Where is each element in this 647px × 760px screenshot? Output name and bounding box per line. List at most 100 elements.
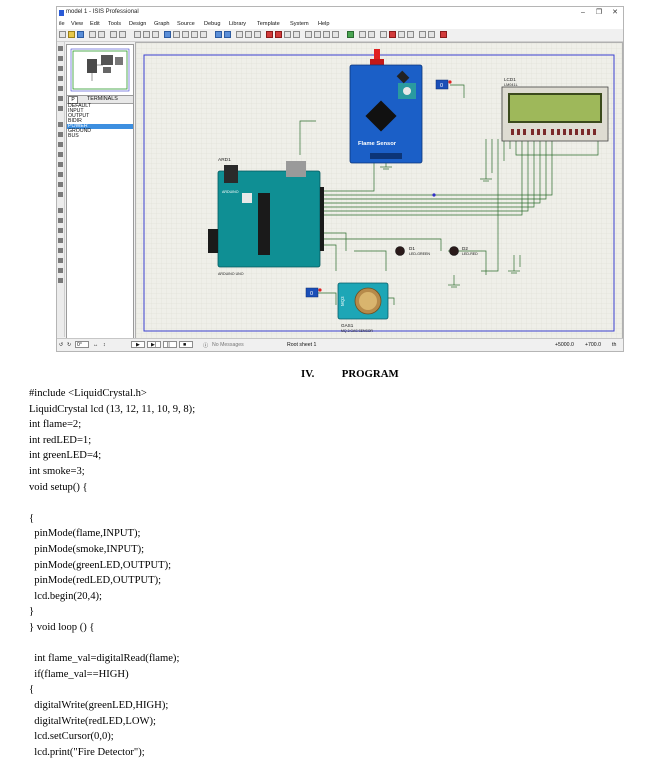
menu-view[interactable]: View	[71, 21, 84, 27]
minimize-button[interactable]: –	[581, 9, 585, 16]
copy-icon[interactable]	[245, 31, 252, 38]
pick-device-button[interactable]: P	[68, 96, 78, 104]
menu-library[interactable]: Library	[229, 21, 247, 27]
2d-arc-icon[interactable]	[58, 238, 63, 243]
wire-autorouter-icon[interactable]	[347, 31, 354, 38]
make-device-icon[interactable]	[314, 31, 321, 38]
electrical-rule-check-icon[interactable]	[419, 31, 426, 38]
grid-toggle-icon[interactable]	[143, 31, 150, 38]
maximize-button[interactable]: ❐	[595, 9, 603, 16]
open-folder-icon[interactable]	[68, 31, 75, 38]
wire-label-icon[interactable]	[58, 76, 63, 81]
view-bom-icon[interactable]	[407, 31, 414, 38]
list-item-bidir[interactable]: BIDIR	[68, 118, 82, 124]
2d-circle-icon[interactable]	[58, 228, 63, 233]
list-item-input[interactable]: INPUT	[68, 108, 84, 114]
menu-system[interactable]: System	[290, 21, 309, 27]
decompose-icon[interactable]	[332, 31, 339, 38]
messages-status[interactable]: No Messages	[212, 342, 244, 348]
step-button[interactable]: ▶|	[147, 341, 161, 348]
text-script-icon[interactable]	[58, 86, 63, 91]
list-item-output[interactable]: OUTPUT	[68, 113, 90, 119]
block-rotate-icon[interactable]	[284, 31, 291, 38]
menu-design[interactable]: Design	[129, 21, 147, 27]
tape-recorder-icon[interactable]	[58, 152, 63, 157]
print-icon[interactable]	[110, 31, 117, 38]
voltage-probe-icon[interactable]	[58, 172, 63, 177]
menu-file[interactable]: ile	[59, 21, 65, 27]
new-sheet-icon[interactable]	[380, 31, 387, 38]
zoom-all-icon[interactable]	[191, 31, 198, 38]
graph-mode-icon[interactable]	[58, 142, 63, 147]
component-mode-icon[interactable]	[58, 56, 63, 61]
device-pins-icon[interactable]	[58, 132, 63, 137]
netlist-to-ares-icon[interactable]	[428, 31, 435, 38]
ares-icon[interactable]	[440, 31, 447, 38]
paste-icon[interactable]	[254, 31, 261, 38]
pick-device-icon[interactable]	[305, 31, 312, 38]
generator-icon[interactable]	[58, 162, 63, 167]
save-icon[interactable]	[77, 31, 84, 38]
mq3-gas-sensor[interactable]: MQ3 GAS1 MQ-3 GAS SENSOR	[337, 282, 389, 333]
2d-markers-icon[interactable]	[58, 278, 63, 283]
block-copy-icon[interactable]	[266, 31, 273, 38]
zoom-area-icon[interactable]	[200, 31, 207, 38]
exit-to-parent-icon[interactable]	[398, 31, 405, 38]
2d-symbol-icon[interactable]	[58, 268, 63, 273]
list-item-bus[interactable]: BUS	[68, 133, 79, 139]
buses-icon[interactable]	[58, 96, 63, 101]
led-red-d2[interactable]: D2 LED-RED	[449, 246, 479, 256]
menu-help[interactable]: Help	[318, 21, 330, 27]
menu-source[interactable]: Source	[177, 21, 195, 27]
2d-text-icon[interactable]	[58, 258, 63, 263]
menu-edit[interactable]: Edit	[90, 21, 100, 27]
current-probe-icon[interactable]	[58, 182, 63, 187]
cut-icon[interactable]	[236, 31, 243, 38]
pan-icon[interactable]	[164, 31, 171, 38]
export-section-icon[interactable]	[98, 31, 105, 38]
virtual-instruments-icon[interactable]	[58, 192, 63, 197]
pause-button[interactable]: ||	[163, 341, 177, 348]
gas-logic-terminal[interactable]: 0	[305, 287, 322, 298]
rotate-ccw-icon[interactable]: ↺	[59, 342, 64, 348]
list-item-default[interactable]: DEFAULT	[68, 103, 91, 109]
list-item-ground[interactable]: GROUND	[68, 128, 92, 134]
packaging-tool-icon[interactable]	[323, 31, 330, 38]
mirror-x-icon[interactable]: ↔	[93, 342, 99, 348]
import-section-icon[interactable]	[89, 31, 96, 38]
block-delete-icon[interactable]	[293, 31, 300, 38]
redraw-icon[interactable]	[134, 31, 141, 38]
remove-sheet-icon[interactable]	[389, 31, 396, 38]
search-tag-icon[interactable]	[359, 31, 366, 38]
list-item-power[interactable]: POWER	[67, 123, 133, 129]
stop-button[interactable]: ■	[179, 341, 193, 348]
redo-icon[interactable]	[224, 31, 231, 38]
print-area-icon[interactable]	[119, 31, 126, 38]
lcd-display[interactable]: LCD1 LM041L	[501, 77, 609, 142]
terminals-mode-icon[interactable]	[58, 122, 63, 127]
2d-line-icon[interactable]	[58, 208, 63, 213]
menu-tools[interactable]: Tools	[108, 21, 122, 27]
menu-debug[interactable]: Debug	[204, 21, 221, 27]
led-green-d1[interactable]: D1 LED-GREEN	[395, 246, 431, 256]
arduino-uno-board[interactable]: ARDUINO ARDUINO UNO	[208, 161, 324, 276]
rotate-cw-icon[interactable]: ↻	[67, 342, 72, 348]
subcircuit-icon[interactable]	[58, 106, 63, 111]
play-button[interactable]: ▶	[131, 341, 145, 348]
junction-dot-icon[interactable]	[58, 66, 63, 71]
2d-path-icon[interactable]	[58, 248, 63, 253]
zoom-out-icon[interactable]	[182, 31, 189, 38]
overview-window[interactable]	[66, 44, 134, 96]
flame-sensor-module[interactable]: Flame Sensor	[349, 49, 423, 164]
undo-icon[interactable]	[215, 31, 222, 38]
property-tool-icon[interactable]	[368, 31, 375, 38]
schematic-canvas[interactable]: LCD1 LM041L	[135, 42, 623, 339]
menu-template[interactable]: Template	[257, 21, 280, 27]
flame-logic-terminal[interactable]: 0	[435, 79, 452, 90]
zoom-in-icon[interactable]	[173, 31, 180, 38]
menu-graph[interactable]: Graph	[154, 21, 170, 27]
mirror-y-icon[interactable]: ↕	[103, 342, 106, 348]
block-move-icon[interactable]	[275, 31, 282, 38]
2d-box-icon[interactable]	[58, 218, 63, 223]
selection-mode-icon[interactable]	[58, 46, 63, 51]
